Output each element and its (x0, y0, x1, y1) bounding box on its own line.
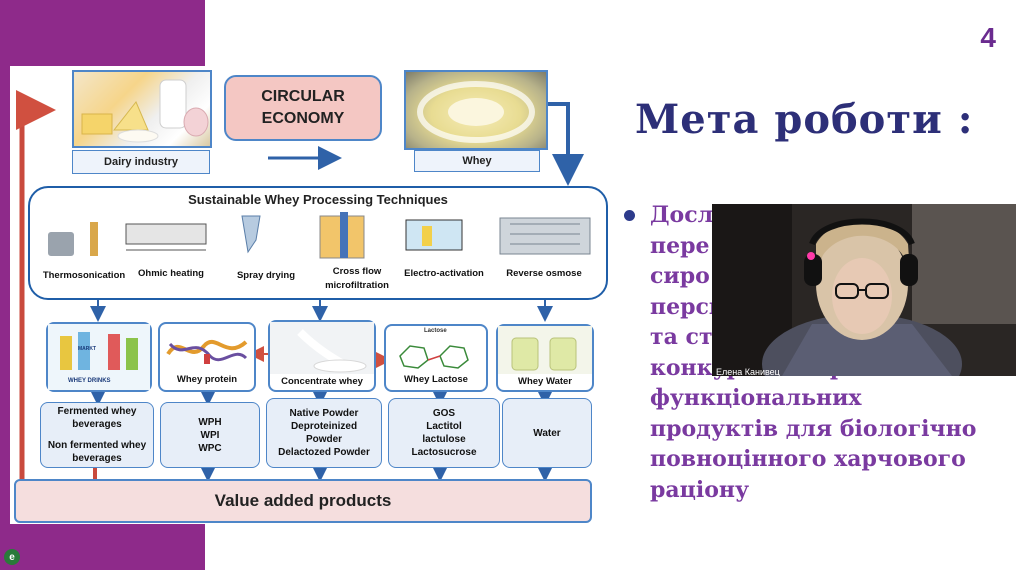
spray-drying-icon (241, 215, 261, 254)
body-line-2: пере (650, 232, 710, 259)
output-lactose: GOS Lactitol lactulose Lactosucrose (388, 398, 500, 468)
thermosonication-probe-icon (90, 222, 98, 256)
dairy-illustration (81, 79, 209, 143)
output-gos: GOS (432, 408, 456, 419)
body-line-1: Досл (650, 202, 714, 228)
output-beverages: Fermented whey beverages Non fermented w… (40, 402, 154, 468)
whey-drinks-icon (48, 324, 150, 390)
dairy-industry-label: Dairy industry (72, 150, 210, 174)
whey-lactose-label: Whey Lactose (404, 374, 468, 385)
circular-line-2: ECONOMY (261, 110, 345, 127)
slide-number: 4 (980, 22, 996, 53)
lactose-structure-icon (399, 345, 469, 369)
body-line-5: та ст (650, 324, 713, 350)
ohmic-heating-icon (125, 223, 207, 245)
output-lactitol: Lactitol (426, 421, 462, 432)
techniques-title: Sustainable Whey Processing Techniques (188, 192, 448, 207)
output-protein: WPH WPI WPC (160, 402, 260, 468)
output-native-powder: Native Powder (289, 408, 359, 419)
concentrate-glass-icon (270, 322, 374, 374)
protein-molecule-icon (166, 339, 248, 364)
bullet-icon (624, 210, 635, 221)
techniques-panel: Sustainable Whey Processing Techniques T… (28, 186, 608, 300)
circular-economy-box: CIRCULAR ECONOMY (224, 75, 382, 141)
product-whey-lactose: Lactose Whey Lactose (384, 324, 488, 392)
body-line-8: продуктів для біологічно (650, 415, 977, 442)
technique-cross-flow: Cross flow (332, 266, 382, 277)
circular-line-1: CIRCULAR (261, 88, 345, 105)
lactose-sublabel: Lactose (424, 328, 447, 334)
whey-photo (404, 70, 548, 150)
body-line-7: функціональних (650, 385, 862, 411)
output-beverages-line-3: Non fermented whey (47, 440, 147, 451)
output-water-text: Water (533, 427, 561, 439)
market-label: MARKT (78, 346, 97, 352)
technique-spray-drying: Spray drying (236, 270, 296, 281)
thermosonication-icon (48, 232, 74, 256)
participant-video-tile[interactable] (712, 204, 1016, 376)
body-line-3: сиро (650, 263, 710, 289)
slide-title: Мета роботи : (635, 96, 974, 143)
techniques-icons (48, 212, 591, 259)
whey-drinks-label: WHEY DRINKS (68, 378, 111, 384)
whey-protein-label: Whey protein (176, 374, 238, 385)
dairy-products-photo (72, 70, 212, 148)
output-lactosucrose: Lactosucrose (411, 447, 477, 458)
concentrate-whey-label: Concentrate whey (281, 376, 363, 387)
product-whey-water: Whey Water (496, 324, 594, 392)
product-whey-drinks: MARKT WHEY DRINKS (46, 322, 152, 392)
reverse-osmose-icon (499, 217, 591, 255)
output-powder: Powder (305, 434, 343, 445)
technique-electro-activation: Electro-activation (404, 268, 484, 279)
whey-water-label: Whey Water (517, 376, 573, 387)
body-line-10: раціону (650, 476, 750, 503)
whey-illustration (417, 81, 535, 143)
output-delactozed-powder: Delactozed Powder (278, 447, 370, 458)
technique-microfiltration: microfiltration (325, 280, 389, 291)
electro-activation-icon (405, 219, 463, 251)
app-logo-icon[interactable]: e (4, 549, 20, 565)
output-water: Water (502, 398, 592, 468)
output-beverages-line-4: beverages (72, 453, 122, 464)
output-lactulose: lactulose (422, 434, 466, 445)
whey-water-jars-icon (498, 326, 592, 374)
output-beverages-line-2: beverages (72, 419, 122, 430)
output-deproteinized: Deproteinized (290, 421, 358, 432)
product-concentrate-whey: Concentrate whey (268, 320, 376, 392)
output-wpc: WPC (198, 442, 222, 454)
output-concentrate: Native Powder Deproteinized Powder Delac… (266, 398, 382, 468)
output-beverages-line-1: Fermented whey (57, 406, 137, 417)
body-line-9: повноцінного харчового (650, 446, 966, 472)
whey-label: Whey (414, 150, 540, 172)
participant-name-label: Елена Канивец (716, 367, 780, 377)
participant-webcam-image (712, 204, 1016, 376)
technique-reverse-osmose: Reverse osmose (506, 268, 582, 279)
output-wph: WPH (198, 416, 222, 428)
value-added-products-bar: Value added products (14, 479, 592, 523)
technique-thermosonication: Thermosonication (42, 270, 126, 281)
product-whey-protein: Whey protein (158, 322, 256, 392)
technique-ohmic-heating: Ohmic heating (138, 268, 204, 279)
output-wpi: WPI (200, 429, 220, 441)
